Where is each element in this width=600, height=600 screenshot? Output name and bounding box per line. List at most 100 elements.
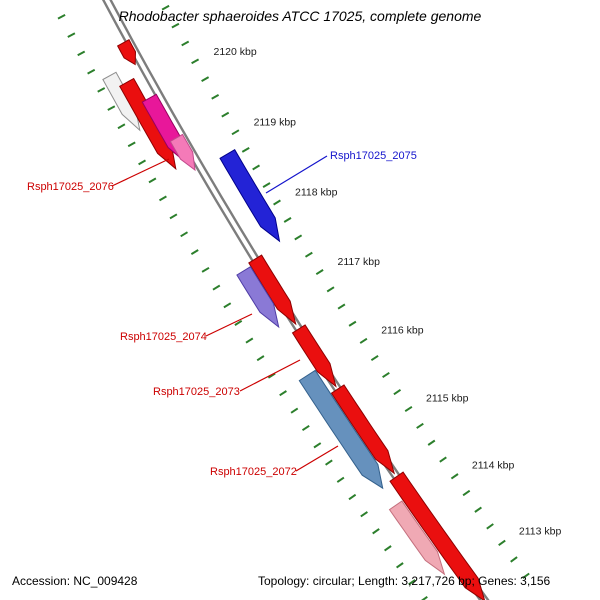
position-label: 2113 kbp (519, 526, 562, 538)
gene-feature-cds-2[interactable] (119, 77, 177, 171)
minor-tick (304, 251, 313, 258)
gene-feature-cds-5[interactable] (389, 471, 486, 600)
minor-tick (267, 372, 276, 379)
minor-tick (474, 506, 482, 513)
minor-tick (57, 14, 66, 20)
minor-tick (359, 337, 368, 344)
minor-tick (510, 556, 518, 563)
minor-tick (221, 111, 230, 118)
gene-leader-Rsph17025_2075 (265, 155, 328, 194)
minor-tick (138, 159, 147, 166)
minor-tick (148, 177, 157, 184)
minor-tick (107, 105, 116, 111)
minor-tick (201, 76, 210, 82)
minor-tick (161, 4, 170, 11)
minor-tick (404, 405, 413, 413)
minor-tick (294, 234, 303, 241)
minor-tick (256, 355, 265, 362)
position-label: 2119 kbp (254, 117, 297, 129)
minor-tick (290, 407, 299, 414)
minor-tick (360, 511, 368, 518)
position-label: 2120 kbp (214, 46, 257, 58)
gene-feature-cds-1[interactable] (116, 39, 137, 66)
minor-tick (439, 456, 447, 463)
minor-tick (67, 32, 76, 38)
minor-tick (522, 572, 530, 580)
minor-tick (77, 50, 86, 57)
minor-tick (372, 528, 380, 535)
minor-tick (211, 94, 220, 100)
minor-tick (201, 266, 210, 273)
minor-tick (348, 493, 357, 501)
minor-tick (223, 302, 232, 309)
minor-tick (325, 459, 333, 466)
minor-tick (370, 354, 379, 362)
gene-feature-cds-4[interactable] (330, 384, 396, 475)
gene-leader-Rsph17025_2073 (239, 359, 301, 392)
minor-tick (117, 123, 126, 130)
genome-backbone (109, 0, 490, 600)
genome-summary-text: Topology: circular; Length: 3,217,726 bp… (258, 574, 551, 588)
genome-backbone (101, 0, 482, 600)
minor-tick (245, 337, 254, 344)
minor-tick (212, 284, 221, 291)
minor-tick (326, 286, 335, 293)
gene-label-Rsph17025_2073[interactable]: Rsph17025_2073 (153, 386, 240, 398)
minor-tick (427, 439, 436, 446)
minor-tick (191, 58, 200, 65)
minor-tick (384, 545, 392, 552)
position-label: 2114 kbp (472, 459, 515, 471)
minor-tick (231, 129, 240, 136)
gene-feature-cds-rose[interactable] (388, 500, 446, 576)
gene-feature-Rsph17025_2075[interactable] (219, 149, 281, 243)
minor-tick (158, 195, 167, 202)
minor-tick (171, 22, 180, 29)
position-label: 2116 kbp (381, 325, 424, 337)
minor-tick (408, 579, 416, 586)
gene-feature-Rsph17025_2073[interactable] (291, 324, 337, 388)
minor-tick (181, 40, 190, 47)
minor-tick (313, 442, 322, 449)
gene-feature-Rsph17025_2072[interactable] (298, 369, 384, 490)
minor-tick (279, 390, 287, 397)
gene-leader-Rsph17025_2074 (205, 313, 253, 337)
minor-tick (348, 320, 357, 327)
minor-tick (234, 319, 243, 326)
minor-tick (382, 371, 390, 379)
position-label: 2115 kbp (426, 392, 469, 404)
status-bar: Accession: NC_009428 Topology: circular;… (0, 574, 600, 594)
gene-label-Rsph17025_2072[interactable]: Rsph17025_2072 (210, 466, 297, 478)
minor-tick (169, 213, 178, 220)
minor-tick (416, 422, 424, 429)
minor-tick (301, 424, 310, 432)
minor-tick (498, 539, 506, 547)
gene-label-Rsph17025_2075[interactable]: Rsph17025_2075 (330, 150, 417, 162)
gene-label-Rsph17025_2074[interactable]: Rsph17025_2074 (120, 331, 207, 343)
minor-tick (283, 217, 292, 223)
gene-feature-cds-pink[interactable] (169, 133, 196, 172)
gene-feature-Rsph17025_2074[interactable] (236, 266, 280, 329)
minor-tick (393, 388, 402, 396)
minor-tick (97, 87, 106, 93)
minor-tick (337, 303, 346, 310)
gene-leader-Rsph17025_2072 (295, 445, 339, 472)
minor-tick (486, 523, 494, 530)
minor-tick (273, 199, 281, 206)
map-title: Rhodobacter sphaeroides ATCC 17025, comp… (118, 8, 482, 24)
accession-text: Accession: NC_009428 (12, 574, 138, 588)
minor-tick (127, 141, 136, 148)
minor-tick (450, 473, 459, 480)
minor-tick (421, 595, 428, 600)
position-label: 2117 kbp (338, 256, 381, 268)
minor-tick (87, 68, 96, 75)
gene-leader-Rsph17025_2076 (111, 158, 170, 187)
gene-feature-cds-3[interactable] (248, 254, 297, 326)
gene-label-Rsph17025_2076[interactable]: Rsph17025_2076 (27, 181, 114, 193)
minor-tick (396, 562, 404, 569)
minor-tick (190, 249, 199, 255)
minor-tick (462, 489, 471, 497)
minor-tick (315, 269, 324, 276)
minor-tick (262, 182, 271, 188)
